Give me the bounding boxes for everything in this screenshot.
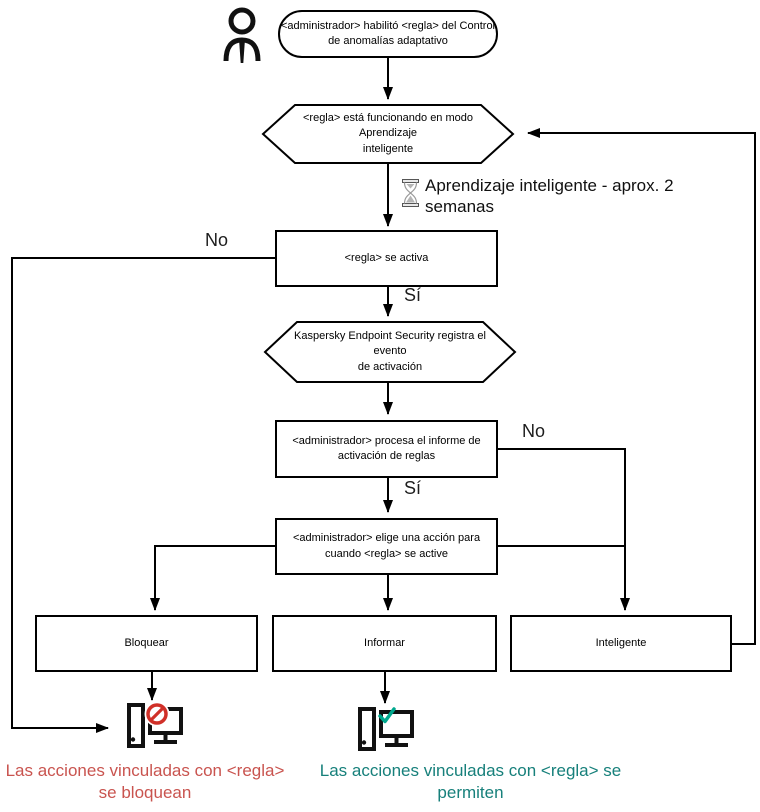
- report-processed-node: <administrador> procesa el informe de ac…: [275, 420, 498, 478]
- state-node-event-logged: [263, 321, 517, 383]
- allowed-outcome-text: Las acciones vinculadas con <regla> se p…: [319, 761, 622, 803]
- edge-label-rule-no: No: [205, 230, 229, 250]
- blocked-outcome-text: Las acciones vinculadas con <regla> se b…: [5, 761, 285, 803]
- rule-activates-node: <regla> se activa: [275, 230, 498, 287]
- edge-label-report-no: No: [522, 421, 546, 441]
- state-node-learning-mode: [261, 104, 515, 164]
- action-smart-node: Inteligente: [510, 615, 732, 672]
- event-logged-label: Kaspersky Endpoint Security registra el …: [294, 329, 486, 373]
- edge-label-report-yes: Sí: [404, 478, 422, 498]
- action-inform-node: Informar: [272, 615, 497, 672]
- learning-duration-note: Aprendizaje inteligente - aprox. 2 seman…: [425, 176, 674, 216]
- edge-label-rule-yes: Sí: [404, 285, 422, 305]
- action-block-node: Bloquear: [35, 615, 258, 672]
- learning-mode-label: <regla> está funcionando en modo Aprendi…: [302, 111, 474, 155]
- hourglass-icon: [402, 179, 419, 207]
- blocked-computer-icon: [127, 701, 183, 748]
- start-node: <administrador> habilitó <regla> del Con…: [278, 10, 498, 58]
- person-icon: [223, 7, 261, 63]
- allowed-computer-icon: [358, 707, 414, 751]
- action-chosen-node: <administrador> elige una acción para cu…: [275, 518, 498, 575]
